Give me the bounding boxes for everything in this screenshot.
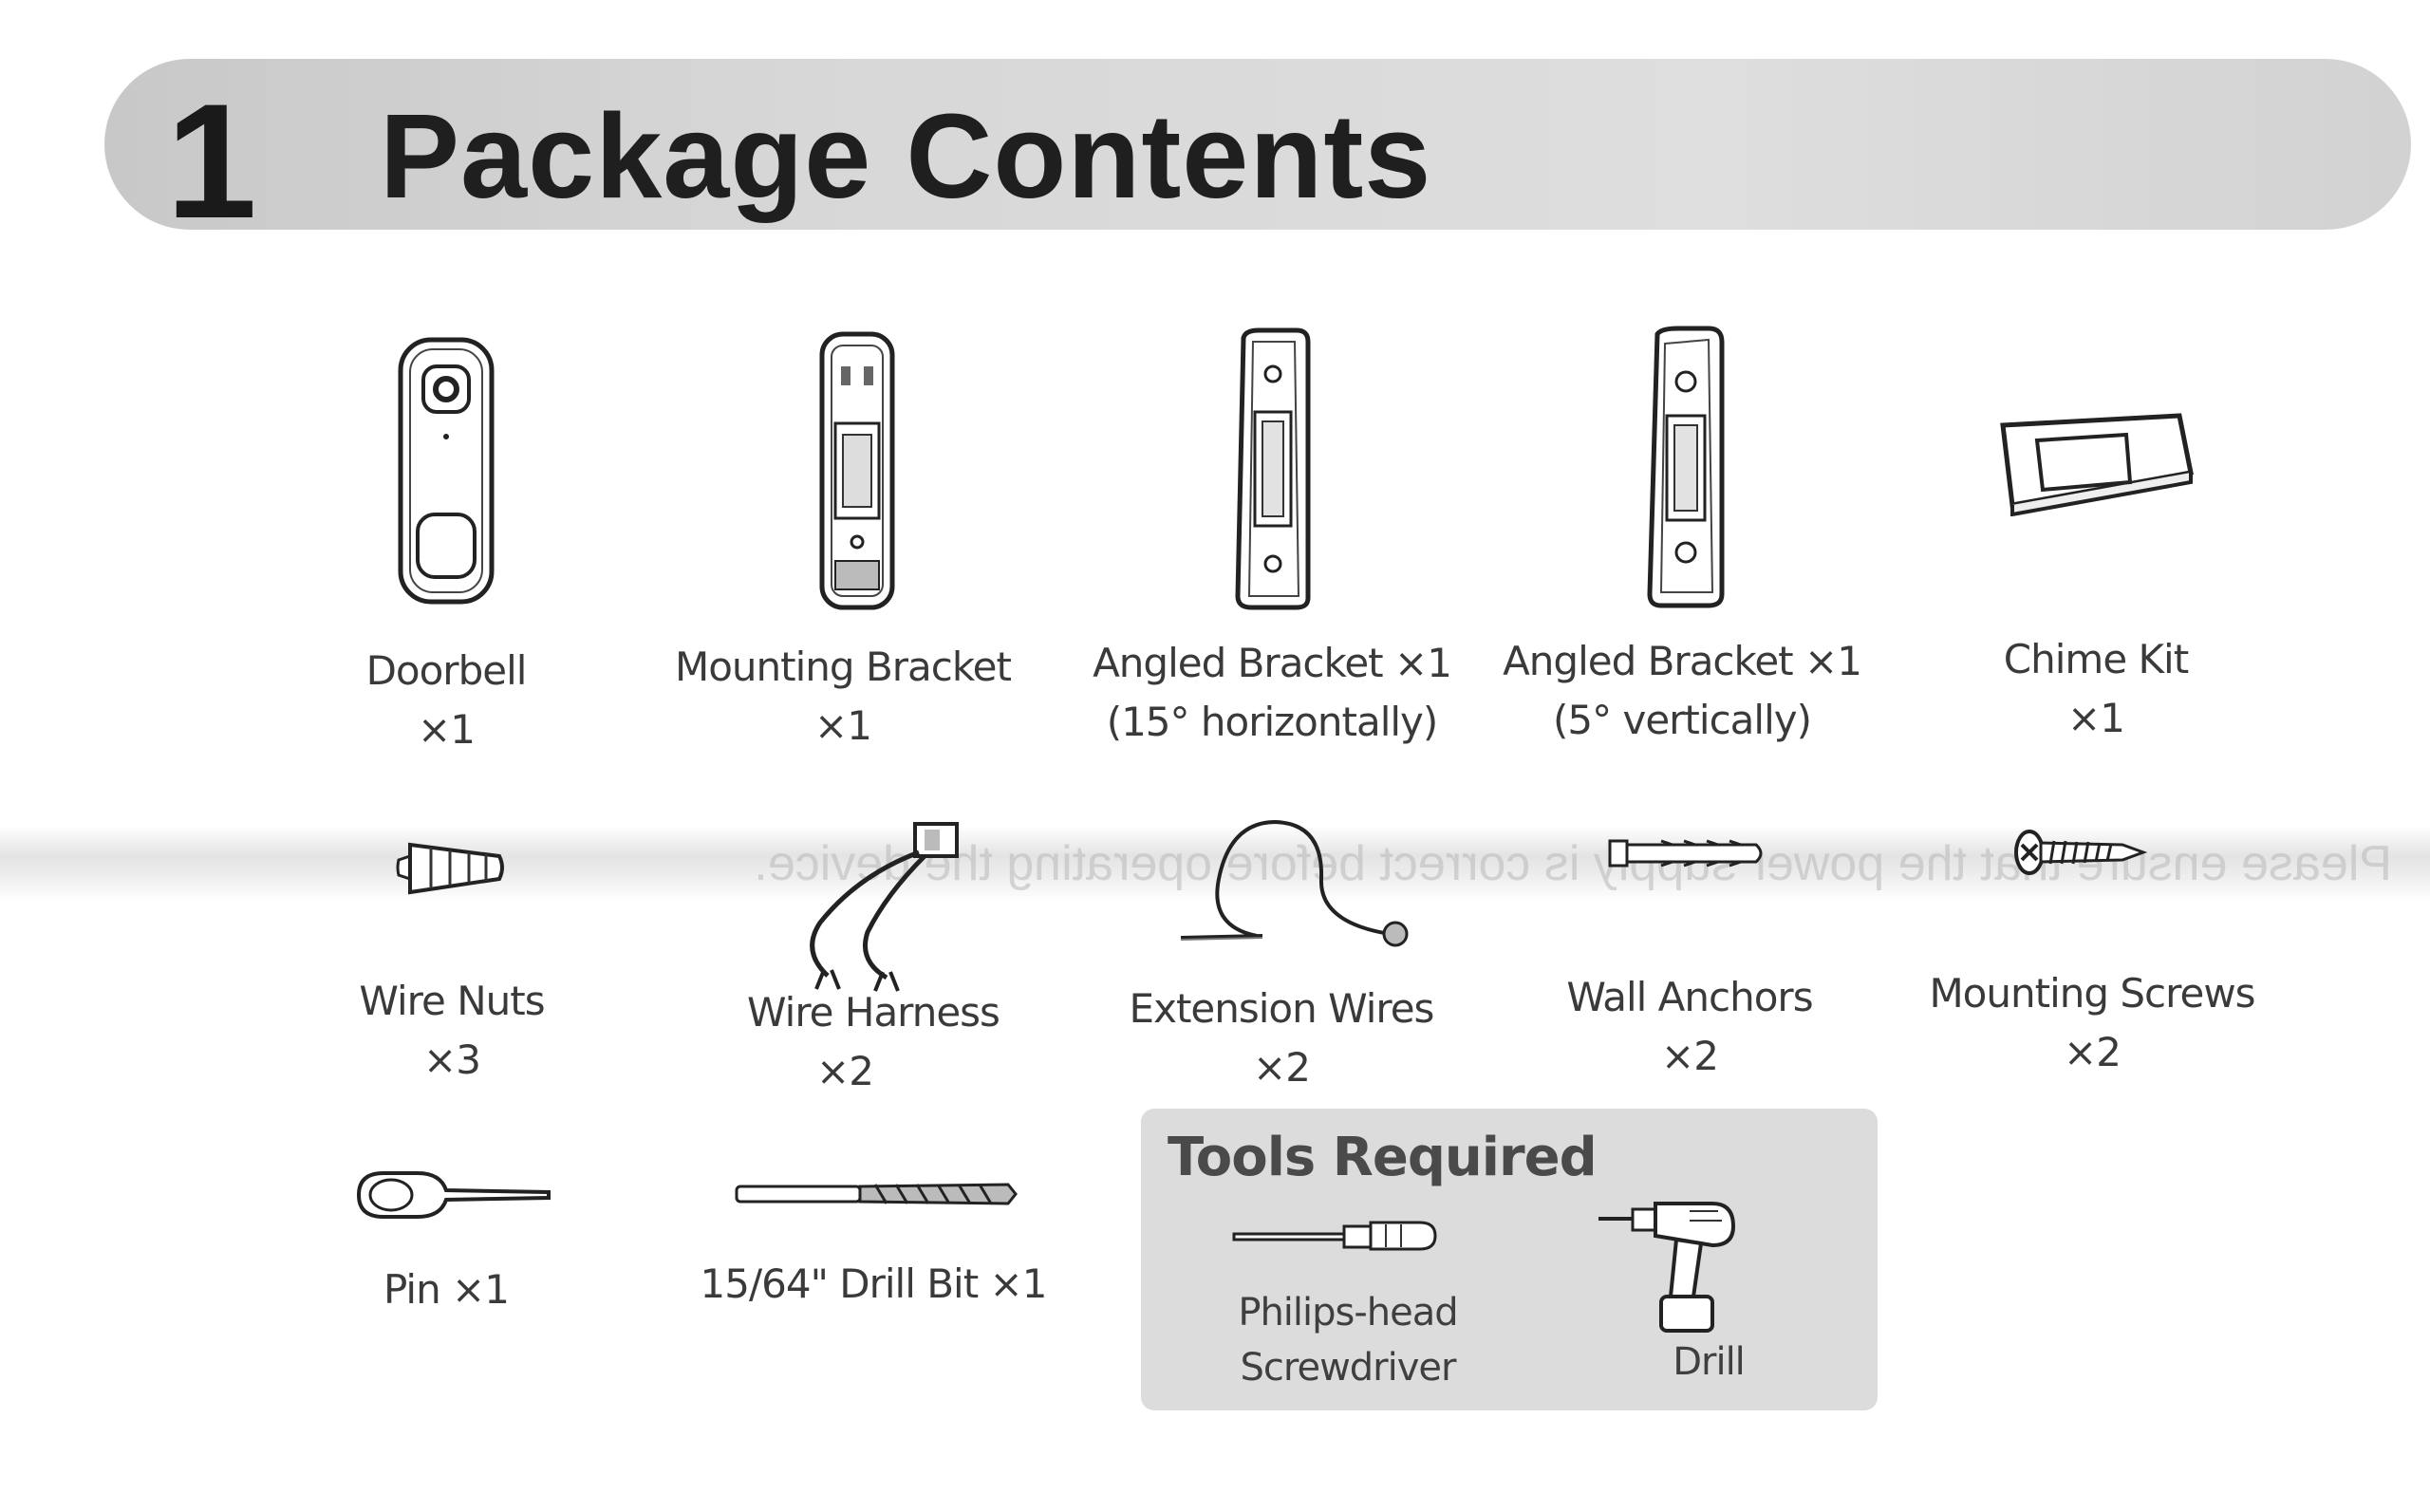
item-qty: (15° horizontally) [1106, 699, 1439, 745]
item-name: Angled Bracket ×1 [1093, 640, 1452, 686]
wire-nut-icon [393, 833, 509, 902]
section-header-band [104, 59, 2411, 230]
angled-bracket-15-icon [1230, 327, 1316, 611]
chime-kit-icon [1984, 406, 2198, 516]
mounting-bracket-icon [814, 328, 900, 613]
item-mounting-screws: Mounting Screws ×2 [1864, 964, 2320, 1082]
wire-harness-icon [782, 818, 968, 995]
item-doorbell: Doorbell ×1 [218, 642, 674, 759]
item-qty: ×1 [814, 702, 872, 749]
item-name: Pin ×1 [383, 1266, 510, 1313]
item-qty: (5° vertically) [1553, 697, 1812, 743]
tool-name-line1: Drill [1673, 1340, 1746, 1384]
item-name: Wall Anchors [1566, 974, 1813, 1020]
item-name: Chime Kit [2003, 636, 2189, 682]
item-angled-bracket-15: Angled Bracket ×1 (15° horizontally) [1044, 634, 1500, 752]
item-chime-kit: Chime Kit ×1 [1868, 630, 2324, 748]
item-drill-bit: 15/64" Drill Bit ×1 [645, 1255, 1101, 1314]
item-name: Angled Bracket ×1 [1503, 638, 1862, 684]
item-qty: ×1 [418, 706, 476, 753]
item-name: Wire Harness [747, 989, 1000, 1036]
item-qty: ×2 [2064, 1029, 2122, 1075]
item-mounting-bracket: Mounting Bracket ×1 [615, 638, 1071, 756]
mounting-screw-icon [2009, 826, 2147, 879]
angled-bracket-5-icon [1640, 325, 1731, 611]
item-name: Wire Nuts [359, 978, 545, 1024]
item-wall-anchors: Wall Anchors ×2 [1462, 968, 1917, 1086]
item-wire-nuts: Wire Nuts ×3 [224, 972, 680, 1090]
item-name: Doorbell [365, 647, 528, 694]
tools-required-panel [1141, 1109, 1878, 1410]
tool-name-line1: Philips-head [1238, 1291, 1458, 1335]
item-name: 15/64" Drill Bit ×1 [700, 1260, 1048, 1307]
tool-name-line2: Screwdriver [1240, 1346, 1457, 1390]
section-number: 1 [166, 70, 257, 252]
page-title: Package Contents [380, 89, 1432, 223]
drill-icon [1595, 1198, 1737, 1338]
item-name: Mounting Screws [1929, 970, 2255, 1017]
item-name: Extension Wires [1129, 985, 1435, 1032]
item-wire-harness: Wire Harness ×2 [645, 983, 1101, 1101]
item-qty: ×3 [423, 1036, 481, 1083]
extension-wire-icon [1171, 812, 1414, 955]
wall-anchor-icon [1604, 831, 1769, 875]
pin-icon [355, 1167, 556, 1223]
doorbell-icon [389, 334, 503, 609]
tool-screwdriver: Philips-head Screwdriver [1224, 1285, 1471, 1395]
tools-required-title: Tools Required [1168, 1127, 1598, 1188]
item-qty: ×2 [1661, 1033, 1719, 1079]
item-name: Mounting Bracket [675, 644, 1012, 690]
item-extension-wires: Extension Wires ×2 [1054, 980, 1509, 1097]
item-qty: ×2 [816, 1048, 874, 1094]
item-angled-bracket-5: Angled Bracket ×1 (5° vertically) [1454, 632, 1910, 750]
drill-bit-icon [733, 1177, 1019, 1211]
item-qty: ×1 [2067, 695, 2125, 741]
tool-drill: Drill [1614, 1335, 1804, 1390]
screwdriver-icon [1230, 1215, 1439, 1257]
item-qty: ×2 [1253, 1044, 1311, 1091]
item-pin: Pin ×1 [218, 1260, 674, 1319]
